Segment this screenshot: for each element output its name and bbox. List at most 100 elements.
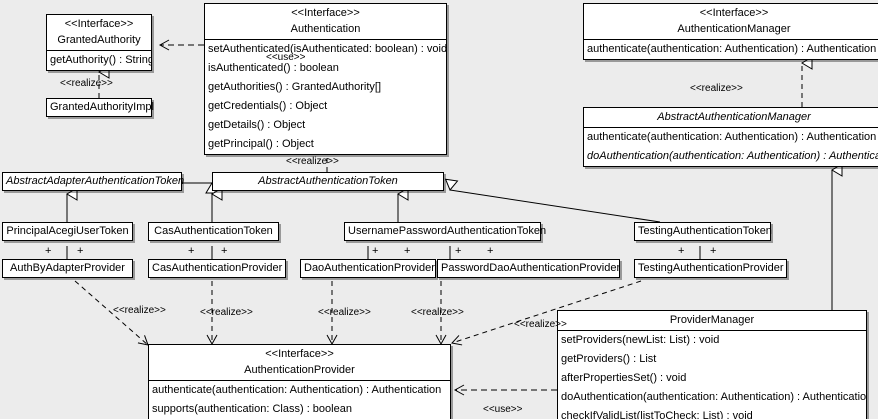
class-box-username-password-authentication-token[interactable]: UsernamePasswordAuthenticationToken <box>344 222 547 241</box>
class-member: authenticate(authentication: Authenticat… <box>587 131 877 143</box>
class-name: ProviderManager <box>669 314 755 326</box>
edge-label-realize-granted-authority-impl: <<realize>> <box>60 78 113 89</box>
class-box-abstract-adapter-authentication-token[interactable]: AbstractAdapterAuthenticationToken <box>2 172 185 191</box>
class-member: authenticate(authentication: Authenticat… <box>152 384 442 396</box>
stereotype-label: <<Interface>> <box>64 18 134 30</box>
divider <box>558 330 866 331</box>
class-box-authentication[interactable]: <<Interface>> Authentication setAuthenti… <box>204 3 447 155</box>
class-member: getAuthority() : String <box>50 54 151 66</box>
edge-label-realize-abstract-auth-manager: <<realize>> <box>690 83 743 94</box>
class-name: PasswordDaoAuthenticationProvider <box>441 262 621 274</box>
assoc-plus-marker: + <box>404 245 411 257</box>
class-box-granted-authority-impl[interactable]: GrantedAuthorityImpl <box>46 98 154 117</box>
class-name: DaoAuthenticationProvider <box>304 262 435 274</box>
class-header: <<Interface>> GrantedAuthority <box>47 15 151 50</box>
class-name: AbstractAdapterAuthenticationToken <box>6 175 185 187</box>
class-header: ProviderManager <box>558 311 866 330</box>
member-list: setProviders(newList: List) : void getPr… <box>558 331 866 419</box>
edge-generalize-testing-authentication-token <box>444 178 661 223</box>
class-name: GrantedAuthorityImpl <box>50 101 154 113</box>
class-header: <<Interface>> Authentication <box>205 4 446 39</box>
class-box-testing-authentication-provider[interactable]: TestingAuthenticationProvider <box>634 259 787 278</box>
member-list: authenticate(authentication: Authenticat… <box>584 40 878 59</box>
class-header: CasAuthenticationToken <box>149 223 278 240</box>
class-box-dao-authentication-provider[interactable]: DaoAuthenticationProvider <box>300 259 436 278</box>
assoc-plus-marker: + <box>710 245 717 257</box>
class-name: AuthByAdapterProvider <box>10 262 125 274</box>
class-member: doAuthentication(authentication: Authent… <box>587 150 878 162</box>
class-box-provider-manager[interactable]: ProviderManager setProviders(newList: Li… <box>557 310 867 419</box>
class-box-authentication-manager[interactable]: <<Interface>> AuthenticationManager auth… <box>583 3 878 60</box>
class-member: doAuthentication(authentication: Authent… <box>561 391 866 403</box>
member-list: setAuthenticated(isAuthenticated: boolea… <box>205 40 446 154</box>
class-header: PasswordDaoAuthenticationProvider <box>438 260 621 277</box>
class-member: getPrincipal() : Object <box>208 138 314 150</box>
class-member: setAuthenticated(isAuthenticated: boolea… <box>208 43 446 55</box>
class-name: UsernamePasswordAuthenticationToken <box>348 225 547 237</box>
class-name: AuthenticationManager <box>677 23 791 35</box>
divider <box>205 39 446 40</box>
class-member: getProviders() : List <box>561 353 657 365</box>
class-name: TestingAuthenticationToken <box>638 225 772 237</box>
class-member: checkIfValidList(listToCheck: List) : vo… <box>561 410 753 419</box>
edge-label-realize-password-dao-provider: <<realize>> <box>411 307 464 318</box>
class-header: PrincipalAcegiUserToken <box>3 223 132 240</box>
class-header: GrantedAuthorityImpl <box>47 99 154 116</box>
class-name: TestingAuthenticationProvider <box>638 262 784 274</box>
class-name: AbstractAuthenticationManager <box>657 111 811 123</box>
class-name: Authentication <box>290 23 361 35</box>
class-box-granted-authority[interactable]: <<Interface>> GrantedAuthority getAuthor… <box>46 14 152 71</box>
assoc-plus-marker: + <box>188 245 195 257</box>
class-member: setProviders(newList: List) : void <box>561 334 720 346</box>
assoc-plus-marker: + <box>77 245 84 257</box>
class-member: isAuthenticated() : boolean <box>208 62 339 74</box>
class-header: DaoAuthenticationProvider <box>301 260 435 277</box>
class-box-abstract-authentication-manager[interactable]: AbstractAuthenticationManager authentica… <box>583 107 878 167</box>
class-header: AbstractAdapterAuthenticationToken <box>3 173 185 190</box>
assoc-plus-marker: + <box>221 245 228 257</box>
divider <box>149 380 450 381</box>
class-name: GrantedAuthority <box>57 34 141 46</box>
class-box-authentication-provider[interactable]: <<Interface>> AuthenticationProvider aut… <box>148 344 451 419</box>
class-member: authenticate(authentication: Authenticat… <box>587 43 877 55</box>
divider <box>47 50 151 51</box>
assoc-plus-marker: + <box>455 245 462 257</box>
class-member: afterPropertiesSet() : void <box>561 372 687 384</box>
member-list: authenticate(authentication: Authenticat… <box>149 381 450 419</box>
class-member: getAuthorities() : GrantedAuthority[] <box>208 81 382 93</box>
class-box-testing-authentication-token[interactable]: TestingAuthenticationToken <box>634 222 772 241</box>
class-header: CasAuthenticationProvider <box>149 260 285 277</box>
assoc-plus-marker: + <box>678 245 685 257</box>
class-box-cas-authentication-token[interactable]: CasAuthenticationToken <box>148 222 279 241</box>
stereotype-label: <<Interface>> <box>291 7 360 19</box>
member-list: authenticate(authentication: Authenticat… <box>584 128 878 166</box>
assoc-plus-marker: + <box>372 245 379 257</box>
edge-label-realize-cas-provider: <<realize>> <box>200 307 253 318</box>
class-name: AbstractAuthenticationToken <box>258 175 398 187</box>
edge-label-use-granted-authority: <<use>> <box>266 52 306 63</box>
class-name: CasAuthenticationToken <box>154 225 273 237</box>
class-box-abstract-authentication-token[interactable]: AbstractAuthenticationToken <box>212 172 444 191</box>
edge-label-realize-dao-provider: <<realize>> <box>318 307 371 318</box>
class-box-principal-acegi-user-token[interactable]: PrincipalAcegiUserToken <box>2 222 133 241</box>
class-header: TestingAuthenticationToken <box>635 223 772 240</box>
class-member: supports(authentication: Class) : boolea… <box>152 403 352 415</box>
class-name: CasAuthenticationProvider <box>152 262 283 274</box>
class-member: getDetails() : Object <box>208 119 306 131</box>
class-box-password-dao-authentication-provider[interactable]: PasswordDaoAuthenticationProvider <box>437 259 620 278</box>
class-header: UsernamePasswordAuthenticationToken <box>345 223 547 240</box>
class-header: <<Interface>> AuthenticationProvider <box>149 345 450 380</box>
edge-label-realize-abstract-token: <<realize>> <box>286 156 339 167</box>
class-header: <<Interface>> AuthenticationManager <box>584 4 878 39</box>
divider <box>584 39 878 40</box>
edge-label-use-provider-manager: <<use>> <box>483 404 523 415</box>
class-box-auth-by-adapter-provider[interactable]: AuthByAdapterProvider <box>2 259 133 278</box>
class-header: AbstractAuthenticationManager <box>584 108 878 127</box>
class-header: AuthByAdapterProvider <box>3 260 132 277</box>
edge-label-realize-testing-provider: <<realize>> <box>514 319 567 330</box>
class-header: TestingAuthenticationProvider <box>635 260 786 277</box>
class-member: getCredentials() : Object <box>208 100 328 112</box>
assoc-plus-marker: + <box>45 245 52 257</box>
class-box-cas-authentication-provider[interactable]: CasAuthenticationProvider <box>148 259 286 278</box>
